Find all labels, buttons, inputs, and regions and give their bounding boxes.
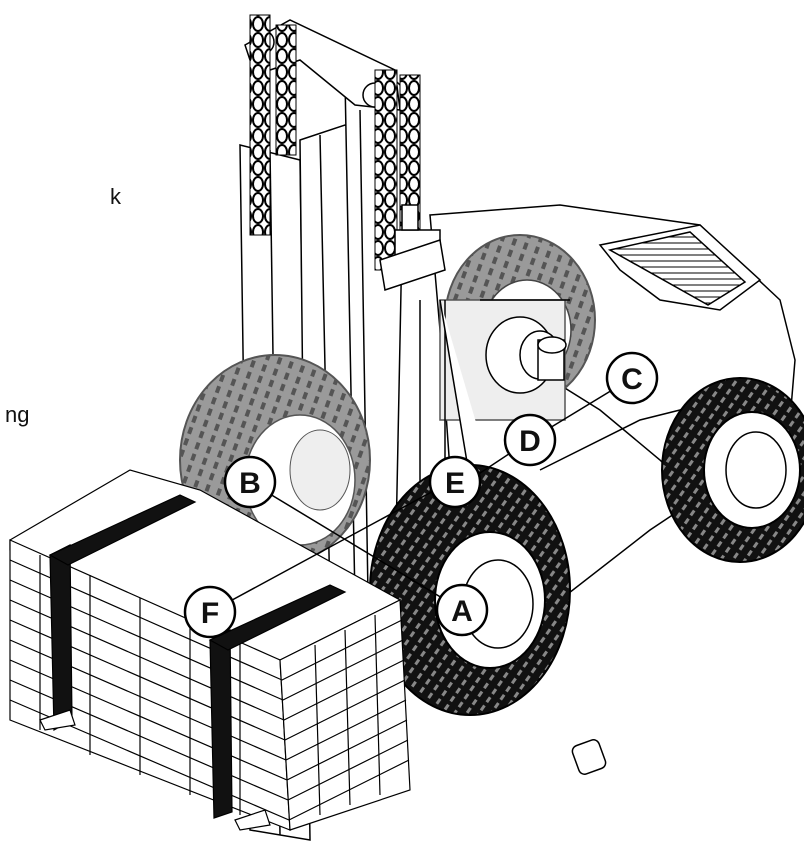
callout-f: F [183,585,237,639]
cut-off-text-1: k [110,184,121,209]
load-layers [9,555,410,821]
cut-off-text-2: ng [5,402,30,427]
callout-d: D [503,413,557,467]
svg-text:D: D [519,425,541,458]
callout-b: B [223,455,277,509]
callout-a: A [435,583,489,637]
svg-text:F: F [201,597,219,630]
svg-text:C: C [621,363,643,396]
callout-c: C [605,351,659,405]
svg-text:E: E [445,467,465,500]
lift-chains [249,14,421,271]
callouts: A B C D E F [183,351,659,639]
rear-wheel [661,377,804,563]
svg-text:A: A [451,595,473,628]
callout-e: E [428,455,482,509]
svg-text:B: B [239,467,261,500]
pallet-load [9,469,411,831]
